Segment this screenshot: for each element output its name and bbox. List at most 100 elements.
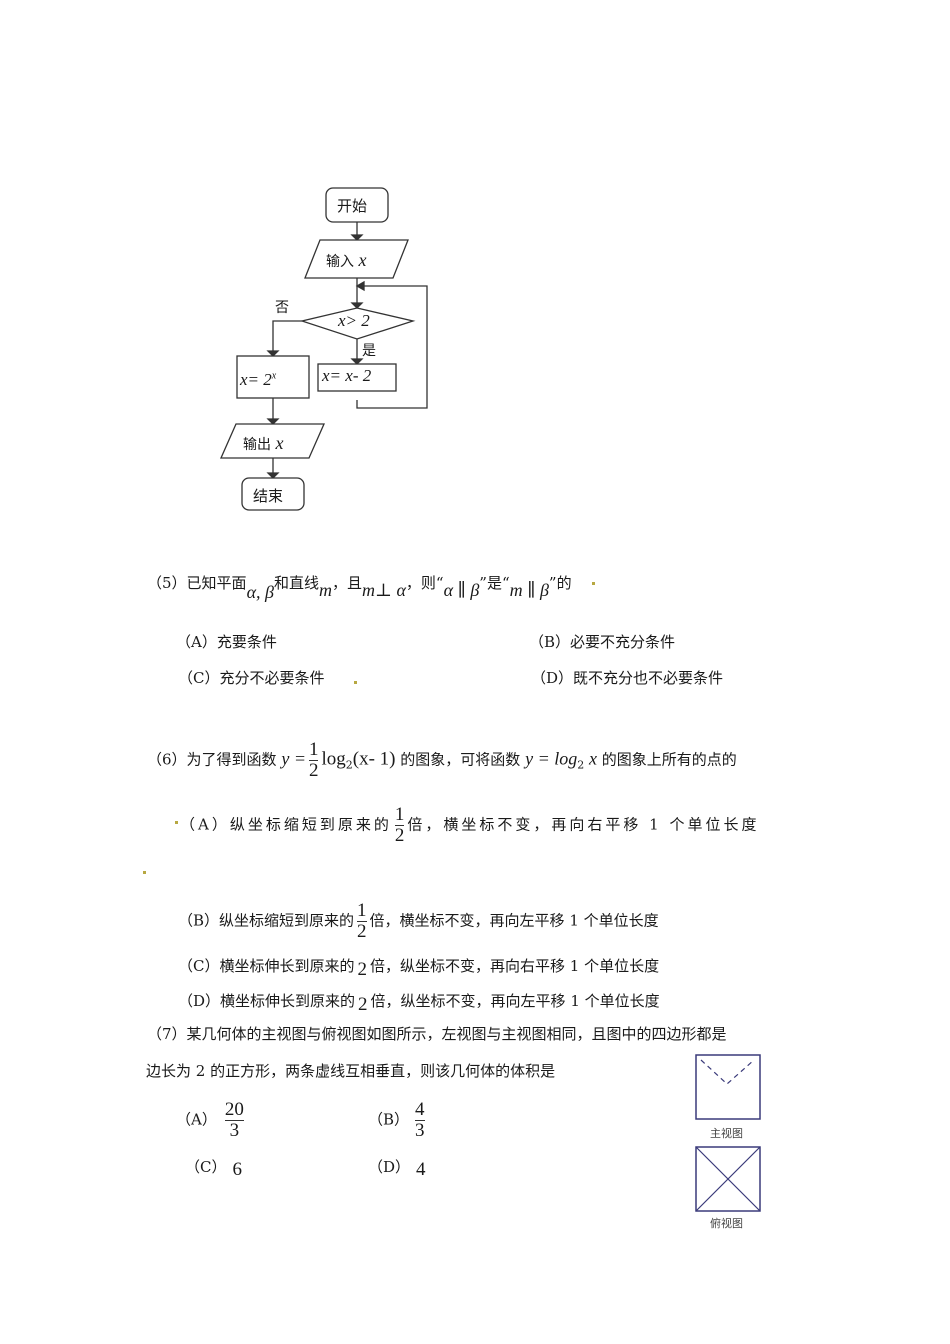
q7-option-a-label: （A）: [176, 1110, 217, 1129]
q5-option-c-label: （C）: [178, 669, 220, 687]
start-label: 开始: [337, 197, 368, 215]
end-node: [241, 477, 305, 511]
q6-option-a-den: 2: [394, 825, 405, 846]
q5-text3: ，且: [332, 574, 363, 592]
q5-option-d-label: （D）: [531, 669, 574, 687]
yes-label: 是: [362, 343, 376, 359]
q6-option-c-post: 倍，纵坐标不变，再向右平移 1 个单位长度: [370, 957, 660, 975]
q6-option-c-val: 2: [357, 959, 368, 980]
q6-option-d-pre: 横坐标伸长到原来的: [220, 992, 356, 1010]
q5-text6: ”的: [548, 574, 572, 592]
q7-option-d-val: 4: [416, 1159, 426, 1180]
q5-option-d-text: 既不充分也不必要条件: [573, 669, 724, 687]
top-view-figure: [695, 1146, 761, 1212]
q6-text3: 的图象上所有的点的: [601, 750, 737, 769]
decrement-label: x= x- 2: [322, 366, 372, 385]
q6-option-b-num: 1: [357, 900, 367, 921]
power-base: x= 2: [240, 370, 272, 389]
q5-option-a-text: 充要条件: [216, 633, 277, 651]
q6-option-a-post: 倍，横坐标不变，再向右平移 1 个单位长度: [407, 815, 760, 834]
q7-option-c-val: 6: [232, 1159, 242, 1180]
output-var: x: [275, 433, 284, 453]
power-exp: x: [271, 370, 277, 382]
q6-option-d-label: （D）: [178, 992, 221, 1010]
q5-option-d[interactable]: （D）既不充分也不必要条件: [531, 668, 723, 688]
top-view-caption: 俯视图: [710, 1217, 743, 1230]
q5-text2: 和直线: [273, 574, 319, 592]
input-text: 输入: [326, 254, 354, 270]
q7-option-c[interactable]: （C） 6: [185, 1157, 242, 1180]
q5-option-a-label: （A）: [176, 633, 217, 651]
end-label: 结束: [253, 487, 284, 505]
stray-dot: [354, 681, 357, 684]
q6-option-a-num: 1: [394, 804, 405, 825]
q5-option-c-text: 充分不必要条件: [219, 669, 325, 687]
power-label: x= 2x: [240, 370, 276, 390]
input-label: 输入 x: [326, 250, 366, 271]
q7-option-a-den: 3: [229, 1120, 240, 1141]
q6-option-d-post: 倍，纵坐标不变，再向左平移 1 个单位长度: [370, 992, 660, 1010]
q6-option-c-label: （C）: [178, 957, 220, 975]
q6-f1-den: 2: [308, 760, 319, 781]
q5-text4: ，则“: [405, 574, 444, 592]
q6-option-b-label: （B）: [178, 911, 220, 930]
q5-number: （5）: [147, 574, 187, 592]
q6-text2: 的图象，可将函数: [400, 750, 521, 769]
stray-dot: [143, 871, 146, 874]
flowchart: [220, 187, 428, 511]
q7-line2: 边长为 2 的正方形，两条虚线互相垂直，则该几何体的体积是: [146, 1062, 556, 1080]
q6-option-b-post: 倍，横坐标不变，再向左平移 1 个单位长度: [369, 911, 659, 930]
no-label: 否: [275, 300, 289, 316]
q6-f2-lhs: y = log: [525, 748, 578, 769]
q6-number: （6）: [147, 750, 187, 769]
q6-f1-base: 2: [345, 758, 353, 772]
q6-option-a-label: （A）: [180, 815, 230, 834]
output-text: 输出: [243, 437, 271, 453]
q5-option-b[interactable]: （B）必要不充分条件: [529, 632, 675, 652]
q7-text1: 某几何体的主视图与俯视图如图所示，左视图与主视图相同，且图中的四边形都是: [186, 1025, 727, 1043]
decrement-node: [317, 363, 397, 392]
q6-f1-num: 1: [308, 739, 319, 760]
q7-option-b-den: 3: [415, 1120, 425, 1141]
q5-prop1: α ∥ β: [443, 580, 480, 600]
q6-option-b-den: 2: [357, 921, 367, 942]
q5-option-b-label: （B）: [529, 633, 571, 651]
q7-option-d-label: （D）: [368, 1158, 411, 1176]
q6-f2-arg: x: [589, 748, 597, 769]
q7-option-d[interactable]: （D） 4: [368, 1157, 426, 1180]
q5-text1: 已知平面: [186, 574, 247, 592]
q5-prop2: m ∥ β: [509, 580, 549, 600]
q7-number: （7）: [147, 1025, 187, 1043]
q5-stem: （5）已知平面α, β和直线m，且m⊥ α，则“α ∥ β”是“m ∥ β”的: [147, 572, 572, 602]
q7-option-c-label: （C）: [185, 1158, 227, 1176]
q5-option-a[interactable]: （A）充要条件: [176, 632, 277, 652]
q6-option-a-pre: 纵坐标缩短到原来的: [229, 815, 392, 834]
q6-option-c-pre: 横坐标伸长到原来的: [219, 957, 355, 975]
q6-f2-base: 2: [577, 758, 585, 772]
q7-option-b-num: 4: [415, 1099, 425, 1120]
q5-planes: α, β: [246, 582, 274, 602]
q6-text1: 为了得到函数: [186, 750, 277, 769]
q6-f1-log: log: [321, 748, 346, 770]
input-node: [304, 239, 409, 279]
q6-f1-arg: (x- 1): [352, 748, 396, 770]
stray-dot: [592, 582, 595, 585]
stray-dot: [175, 821, 178, 824]
q7-line1: （7）某几何体的主视图与俯视图如图所示，左视图与主视图相同，且图中的四边形都是: [147, 1024, 727, 1044]
q5-option-b-text: 必要不充分条件: [570, 633, 676, 651]
input-var: x: [358, 250, 367, 270]
q7-option-b-label: （B）: [368, 1110, 410, 1129]
q5-option-c[interactable]: （C）充分不必要条件: [178, 668, 325, 688]
